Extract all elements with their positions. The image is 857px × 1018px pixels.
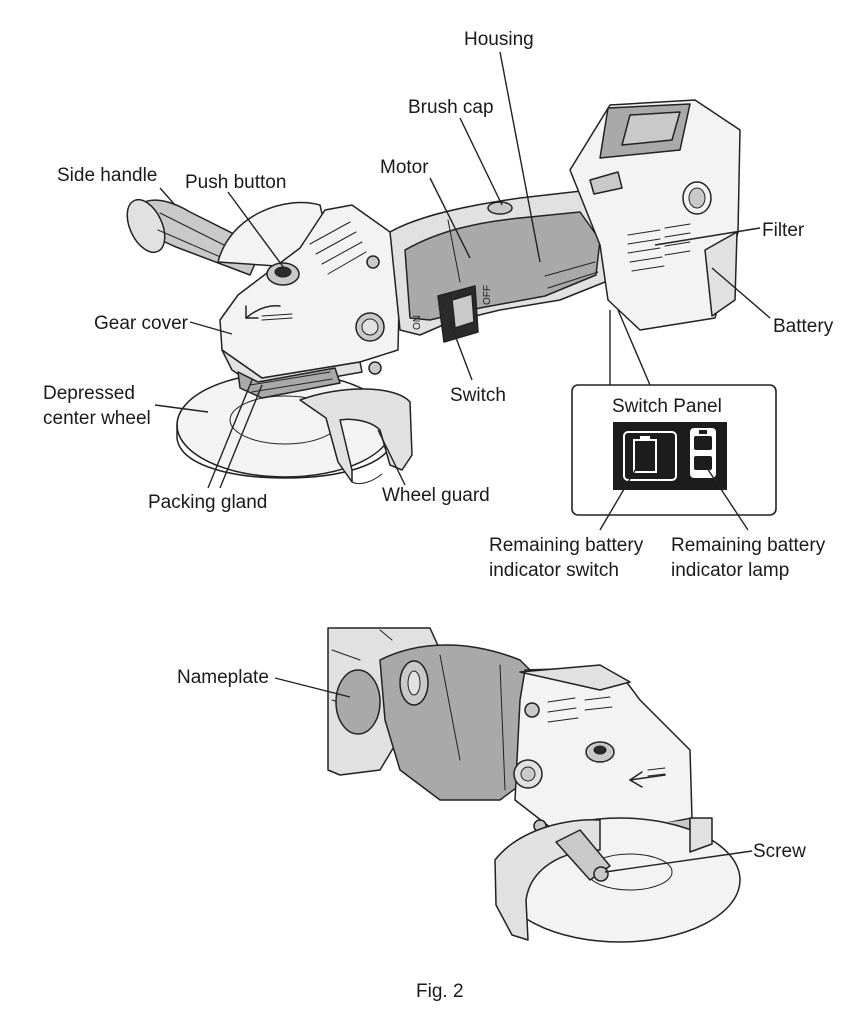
label-filter: Filter	[762, 220, 805, 241]
label-side-handle: Side handle	[57, 165, 157, 186]
nameplate-drawing	[335, 669, 381, 735]
part-labels: Housing Brush cap Motor Side handle Push…	[43, 29, 834, 862]
label-screw: Screw	[753, 841, 806, 862]
label-indicator-lamp-line2: indicator lamp	[671, 560, 789, 581]
leader-lines	[154, 51, 771, 873]
battery-pack-drawing	[569, 99, 741, 331]
label-battery: Battery	[773, 316, 834, 337]
label-gear-cover: Gear cover	[94, 313, 189, 334]
label-housing: Housing	[464, 29, 534, 50]
switch-panel-callout: Switch Panel	[571, 309, 777, 516]
label-switch: Switch	[450, 385, 506, 406]
label-nameplate: Nameplate	[177, 667, 269, 688]
figure-caption: Fig. 2	[416, 981, 464, 1002]
label-wheel-guard: Wheel guard	[382, 485, 490, 506]
label-indicator-switch-line1: Remaining battery	[489, 535, 644, 556]
packing-gland-drawing	[237, 367, 341, 399]
switch-panel-title: Switch Panel	[612, 396, 722, 417]
grinder-front-view-illustration	[327, 627, 741, 943]
wheel-guard-drawing	[299, 388, 413, 485]
screw-drawing	[593, 866, 609, 882]
battery-indicator-lamp-icon	[690, 428, 716, 478]
label-indicator-switch-line2: indicator switch	[489, 560, 619, 581]
motor-housing-drawing: ON OFF	[389, 189, 621, 343]
gear-cover-drawing	[219, 204, 401, 391]
grinder-top-view-illustration: ON OFF	[126, 99, 741, 485]
label-depressed-center-wheel-line2: center wheel	[43, 408, 151, 429]
label-brush-cap: Brush cap	[408, 97, 494, 118]
label-motor: Motor	[380, 157, 429, 178]
on-marking: ON	[412, 315, 423, 330]
label-packing-gland: Packing gland	[148, 492, 267, 513]
off-marking: OFF	[482, 285, 493, 305]
label-depressed-center-wheel-line1: Depressed	[43, 383, 135, 404]
battery-indicator-switch-icon	[623, 431, 677, 481]
label-indicator-lamp-line1: Remaining battery	[671, 535, 826, 556]
label-push-button: Push button	[185, 172, 286, 193]
